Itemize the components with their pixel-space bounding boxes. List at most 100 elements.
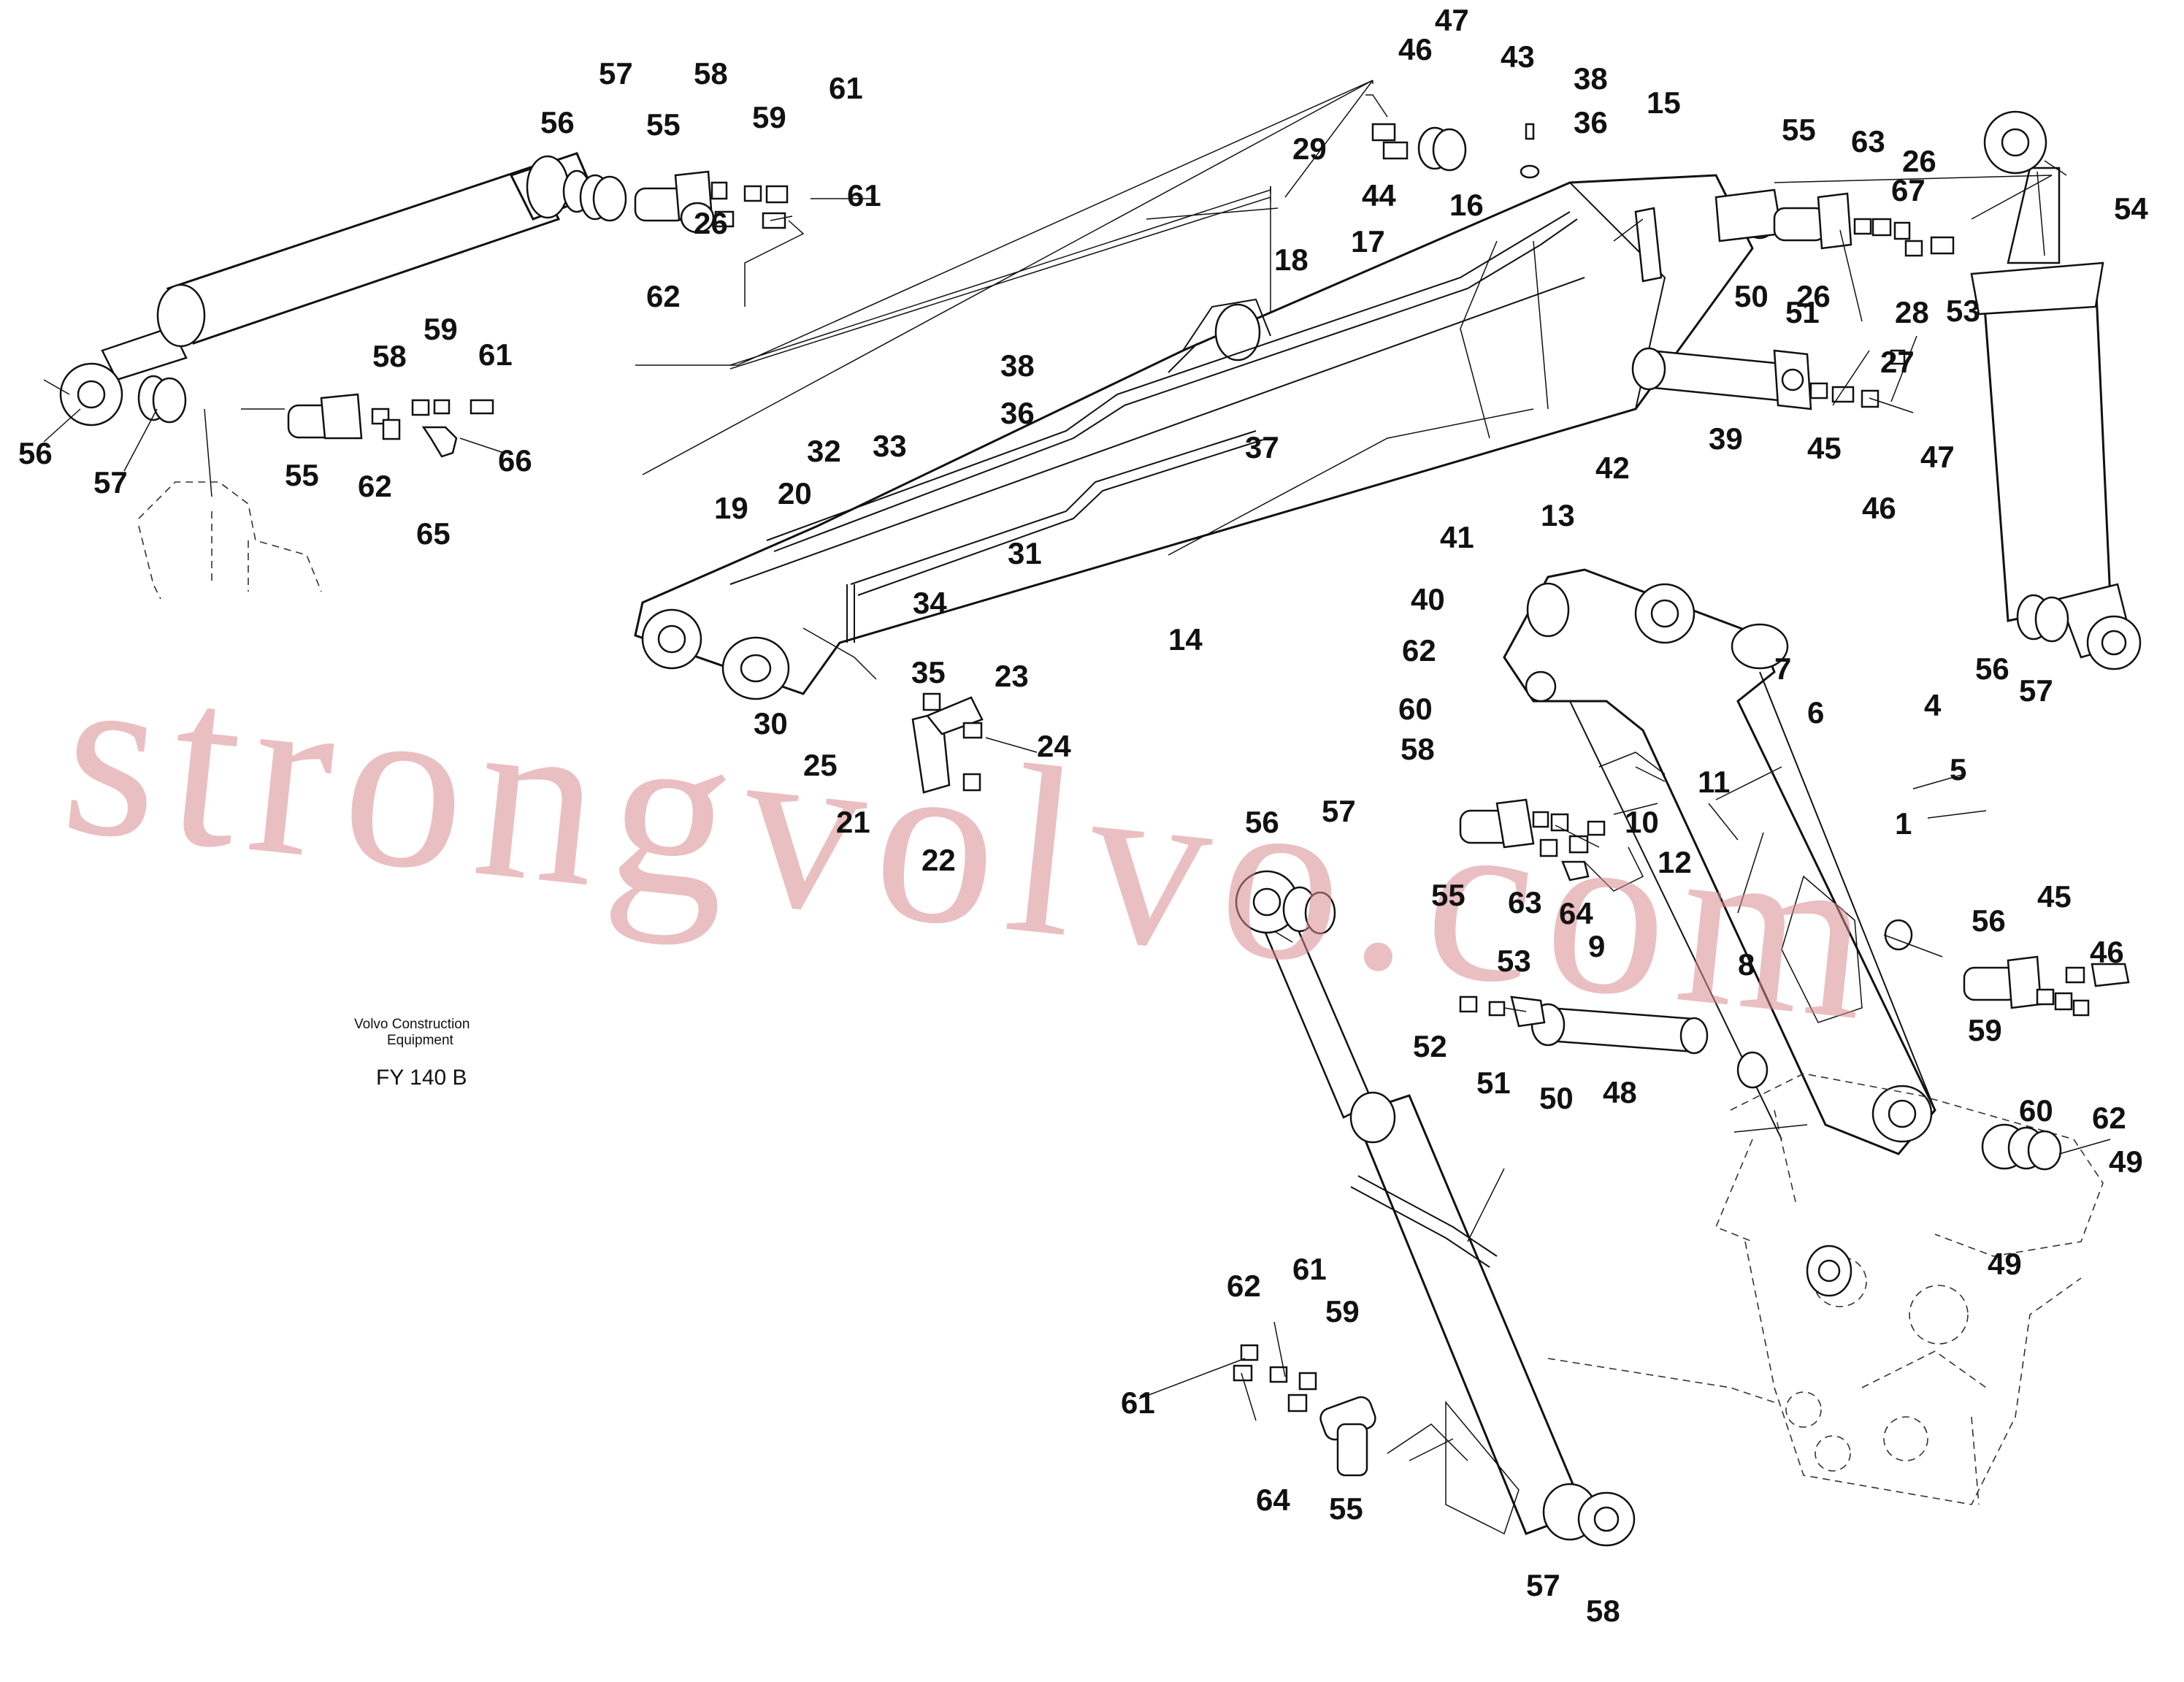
part-label: 36 [1574, 105, 1608, 139]
arm [634, 174, 1777, 700]
part-label: 51 [1785, 295, 1820, 329]
part-label: 58 [694, 56, 728, 91]
part-label: 30 [754, 706, 788, 741]
part-label: 55 [646, 107, 681, 142]
fittings-top [1365, 94, 1663, 283]
bucket-sketch [138, 408, 322, 600]
part-label: 62 [646, 279, 681, 313]
part-label: 59 [1968, 1013, 2002, 1047]
part-label: 20 [778, 476, 812, 511]
part-label: 7 [1774, 651, 1791, 686]
part-label: 64 [1559, 896, 1593, 930]
pin-group-left [241, 393, 494, 458]
part-label: 38 [1000, 348, 1035, 383]
part-label: 47 [1435, 3, 1469, 37]
brand-line-2: Equipment [387, 1033, 454, 1048]
part-label: 60 [1398, 692, 1433, 726]
part-label: 59 [424, 312, 458, 346]
part-label: 60 [2019, 1093, 2053, 1128]
part-label: 47 [1920, 440, 1955, 474]
part-label: 38 [1574, 61, 1608, 96]
part-label: 6 [1807, 695, 1824, 730]
part-label: 56 [1975, 651, 2009, 686]
part-label: 55 [1329, 1491, 1363, 1526]
part-label: 51 [1476, 1066, 1511, 1100]
part-label: 56 [540, 105, 575, 139]
part-label: 24 [1037, 729, 1071, 763]
part-label: 15 [1647, 85, 1681, 120]
frame [1547, 1073, 2104, 1505]
part-label: 37 [1245, 430, 1279, 465]
part-label: 26 [1796, 279, 1831, 313]
part-label: 48 [1603, 1075, 1637, 1109]
part-label: 35 [911, 655, 946, 689]
part-label: 56 [1245, 805, 1279, 839]
part-label: 17 [1351, 224, 1385, 259]
part-label: 31 [1008, 536, 1042, 570]
part-label: 27 [1880, 345, 1915, 379]
part-label: 43 [1501, 39, 1535, 74]
part-label: 46 [1398, 32, 1433, 66]
part-label: 53 [1497, 944, 1531, 978]
part-label: 67 [1891, 173, 1926, 207]
pin-group-right [1883, 934, 2130, 1017]
part-label: 59 [1325, 1294, 1360, 1329]
part-label: 52 [1413, 1029, 1447, 1063]
caption: Volvo Construction Equipment FY 140 B [354, 1017, 470, 1090]
part-label: 66 [498, 443, 532, 478]
part-label: 45 [2037, 879, 2072, 914]
part-label: 18 [1274, 242, 1309, 277]
boom-cylinder [1235, 870, 1636, 1547]
part-label: 63 [1508, 885, 1542, 920]
part-label: 62 [1402, 633, 1436, 668]
part-label: 23 [995, 659, 1029, 693]
part-label: 22 [922, 843, 956, 877]
right-cylinder [1970, 110, 2142, 670]
part-label: 42 [1595, 451, 1630, 485]
part-label: 63 [1851, 124, 1885, 158]
part-label: 12 [1658, 845, 1692, 879]
bucket-cylinder [43, 152, 627, 427]
pin-group-top [634, 170, 805, 307]
part-label: 44 [1362, 178, 1396, 213]
part-label: 19 [714, 491, 748, 525]
part-label: 45 [1807, 431, 1842, 465]
part-label: 10 [1625, 805, 1659, 839]
part-label: 55 [285, 458, 319, 492]
part-label: 28 [1895, 295, 1929, 329]
part-label: 53 [1946, 294, 1980, 328]
part-label: 36 [1000, 396, 1035, 430]
part-label: 57 [599, 56, 633, 91]
part-label: 58 [1401, 732, 1435, 766]
part-label: 50 [1734, 279, 1769, 313]
part-label: 16 [1449, 188, 1484, 222]
part-label: 56 [1972, 903, 2006, 938]
pin-group-middle [1459, 798, 1644, 892]
part-label: 1 [1895, 806, 1912, 841]
part-label: 56 [18, 436, 53, 470]
part-label: 29 [1292, 131, 1327, 166]
pin-group-bottom [1233, 1344, 1468, 1477]
part-label: 61 [829, 71, 863, 105]
part-label: 54 [2114, 191, 2148, 226]
part-label: 46 [2090, 935, 2124, 969]
part-label: 57 [2019, 673, 2053, 708]
part-label: 32 [807, 434, 841, 468]
part-label: 25 [803, 748, 838, 782]
part-label: 64 [1256, 1483, 1290, 1517]
part-label: 57 [1526, 1568, 1560, 1602]
part-label: 4 [1924, 688, 1942, 722]
part-label: 57 [93, 465, 128, 500]
part-label: 8 [1738, 947, 1755, 982]
pin-group-top-right [1714, 175, 2053, 257]
part-label: 61 [847, 178, 881, 213]
part-label: 34 [913, 586, 947, 620]
part-label: 58 [372, 339, 407, 373]
part-label: 9 [1588, 929, 1605, 963]
bracket-21 [802, 627, 984, 794]
part-label: 13 [1541, 498, 1575, 532]
part-label: 62 [1227, 1269, 1261, 1303]
brand-line-1: Volvo Construction [354, 1017, 470, 1032]
part-labels: 1 4 5 6 7 8 9 10 11 12 13 14 15 16 17 18… [18, 3, 2148, 1628]
